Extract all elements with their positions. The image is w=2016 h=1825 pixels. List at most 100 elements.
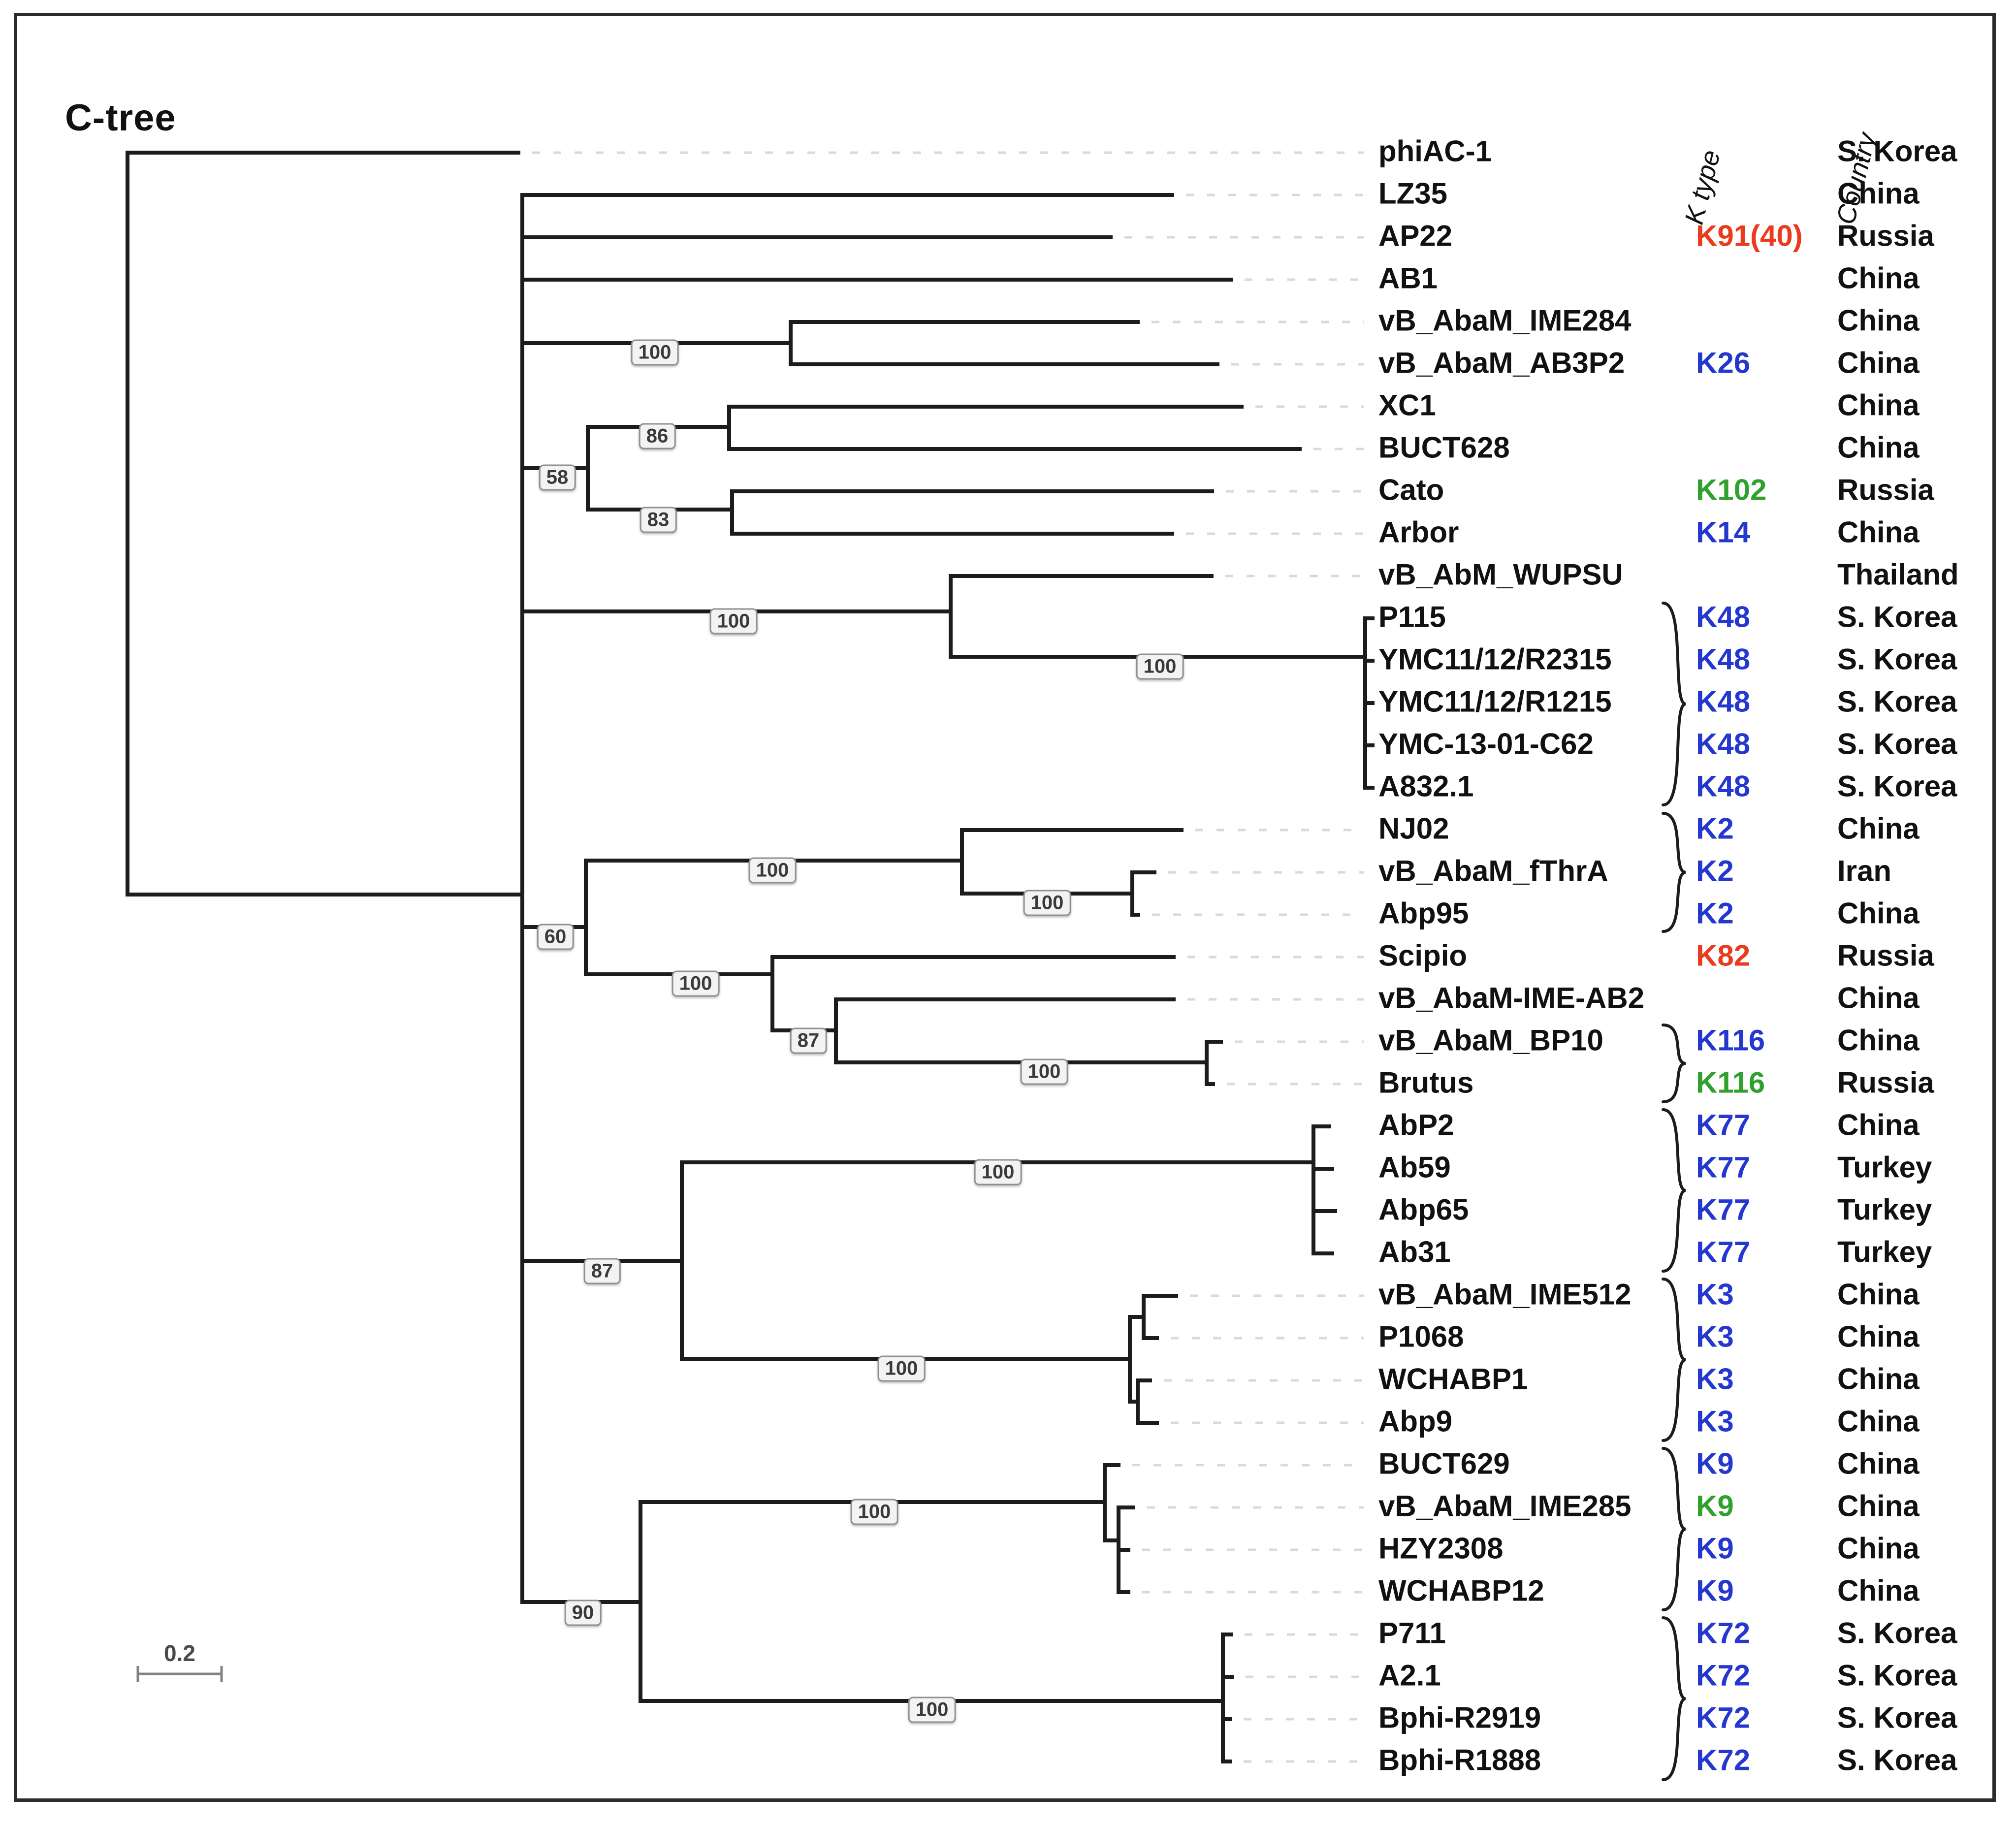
bootstrap-value: 90 <box>564 1600 602 1626</box>
bootstrap-value: 100 <box>1020 1058 1068 1085</box>
taxon-label: Arbor <box>1378 515 1459 549</box>
bootstrap-value: 60 <box>537 924 574 950</box>
country-label: S. Korea <box>1837 1701 1957 1734</box>
ktype-badge: K77 <box>1696 1108 1751 1142</box>
country-label: China <box>1837 515 1920 549</box>
country-label: S. Korea <box>1837 600 1957 634</box>
country-label: China <box>1837 177 1920 210</box>
clade-brace <box>1662 812 1686 933</box>
taxon-label: BUCT629 <box>1378 1447 1510 1480</box>
ktype-badge: K2 <box>1696 812 1734 845</box>
ktype-badge: K48 <box>1696 600 1751 634</box>
country-label: S. Korea <box>1837 1616 1957 1650</box>
clade-brace <box>1662 1024 1686 1103</box>
taxon-label: HZY2308 <box>1378 1532 1504 1565</box>
ktype-badge: K9 <box>1696 1489 1734 1523</box>
taxon-label: WCHABP1 <box>1378 1362 1528 1396</box>
taxon-label: P1068 <box>1378 1320 1464 1353</box>
country-label: S. Korea <box>1837 769 1957 803</box>
taxon-label: AbP2 <box>1378 1108 1454 1142</box>
ktype-badge: K48 <box>1696 642 1751 676</box>
taxon-label: WCHABP12 <box>1378 1574 1544 1607</box>
bootstrap-value: 100 <box>672 970 720 997</box>
taxon-label: A2.1 <box>1378 1659 1441 1692</box>
country-label: Russia <box>1837 939 1934 972</box>
taxon-label: Bphi-R1888 <box>1378 1743 1541 1777</box>
country-label: China <box>1837 1320 1920 1353</box>
ktype-badge: K72 <box>1696 1743 1751 1777</box>
country-label: S. Korea <box>1837 1659 1957 1692</box>
bootstrap-value: 100 <box>709 608 758 635</box>
ktype-badge: K9 <box>1696 1574 1734 1607</box>
ktype-badge: K3 <box>1696 1362 1734 1396</box>
country-label: Turkey <box>1837 1235 1932 1269</box>
ktype-badge: K77 <box>1696 1151 1751 1184</box>
taxon-label: Abp65 <box>1378 1193 1469 1226</box>
bootstrap-value: 100 <box>908 1697 956 1723</box>
bootstrap-value: 83 <box>640 507 677 533</box>
bootstrap-value: 100 <box>631 339 679 366</box>
taxon-label: Brutus <box>1378 1066 1474 1099</box>
ktype-badge: K116 <box>1696 1024 1765 1057</box>
country-label: Russia <box>1837 219 1934 253</box>
taxon-label: A832.1 <box>1378 769 1474 803</box>
country-label: China <box>1837 812 1920 845</box>
country-label: China <box>1837 346 1920 380</box>
country-label: Russia <box>1837 473 1934 507</box>
country-label: China <box>1837 261 1920 295</box>
bootstrap-value: 100 <box>1136 653 1184 680</box>
country-label: Turkey <box>1837 1193 1932 1226</box>
bootstrap-value: 87 <box>583 1258 621 1284</box>
taxon-label: NJ02 <box>1378 812 1449 845</box>
country-label: China <box>1837 1574 1920 1607</box>
country-label: S. Korea <box>1837 727 1957 761</box>
bootstrap-value: 87 <box>790 1027 827 1054</box>
ktype-badge: K72 <box>1696 1701 1751 1734</box>
ktype-badge: K26 <box>1696 346 1751 380</box>
country-label: China <box>1837 1532 1920 1565</box>
taxon-label: XC1 <box>1378 388 1436 422</box>
country-label: China <box>1837 1489 1920 1523</box>
taxon-label: vB_AbaM-IME-AB2 <box>1378 981 1645 1015</box>
country-label: China <box>1837 896 1920 930</box>
country-label: Iran <box>1837 854 1892 888</box>
taxon-label: Ab59 <box>1378 1151 1451 1184</box>
country-label: China <box>1837 1278 1920 1311</box>
bootstrap-value: 58 <box>539 464 576 491</box>
taxon-label: Bphi-R2919 <box>1378 1701 1541 1734</box>
country-label: S. Korea <box>1837 642 1957 676</box>
taxon-label: YMC11/12/R2315 <box>1378 642 1612 676</box>
ktype-badge: K48 <box>1696 769 1751 803</box>
clade-brace <box>1662 1278 1687 1442</box>
bootstrap-value: 86 <box>639 423 676 449</box>
taxon-label: Abp95 <box>1378 896 1469 930</box>
ktype-badge: K3 <box>1696 1278 1734 1311</box>
country-label: China <box>1837 1024 1920 1057</box>
ktype-badge: K2 <box>1696 896 1734 930</box>
country-label: China <box>1837 1362 1920 1396</box>
ktype-badge: K48 <box>1696 727 1751 761</box>
bootstrap-value: 100 <box>1023 890 1071 916</box>
bootstrap-value: 100 <box>974 1159 1022 1185</box>
taxon-label: AP22 <box>1378 219 1453 253</box>
ktype-badge: K77 <box>1696 1235 1751 1269</box>
scalebar-label: 0.2 <box>164 1640 195 1666</box>
country-label: China <box>1837 304 1920 337</box>
ktype-badge: K91(40) <box>1696 219 1803 253</box>
bootstrap-value: 100 <box>877 1355 926 1382</box>
ktype-badge: K77 <box>1696 1193 1751 1226</box>
clade-brace <box>1662 602 1687 806</box>
taxon-label: vB_AbaM_IME285 <box>1378 1489 1632 1523</box>
country-label: S. Korea <box>1837 1743 1957 1777</box>
taxon-label: P115 <box>1378 600 1446 634</box>
bootstrap-value: 100 <box>850 1499 898 1525</box>
ktype-badge: K48 <box>1696 685 1751 718</box>
taxon-label: LZ35 <box>1378 177 1448 210</box>
taxon-label: vB_AbM_WUPSU <box>1378 558 1623 591</box>
taxon-label: YMC11/12/R1215 <box>1378 685 1612 718</box>
taxon-label: Ab31 <box>1378 1235 1451 1269</box>
ktype-badge: K72 <box>1696 1659 1751 1692</box>
clade-brace <box>1662 1447 1687 1611</box>
